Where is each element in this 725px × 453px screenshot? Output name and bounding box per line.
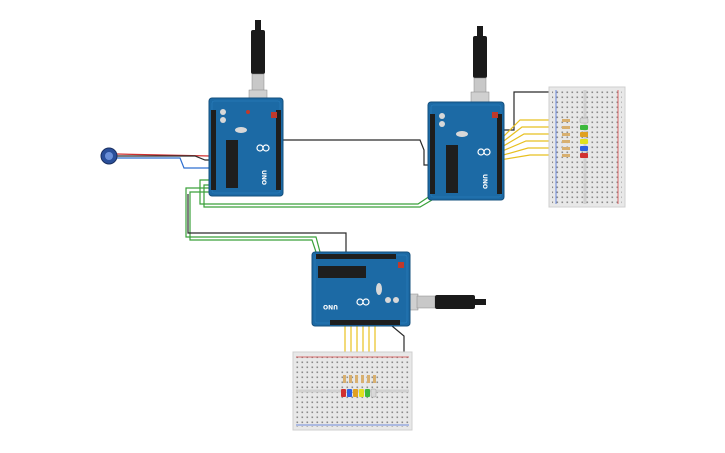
header-right: [276, 110, 281, 190]
led-green[interactable]: [580, 125, 588, 130]
wire-black-left-right[interactable]: [283, 139, 432, 166]
breadboard-bottom[interactable]: [292, 351, 413, 431]
leds-right: [579, 117, 589, 158]
arduino-bottom[interactable]: UNO: [311, 251, 411, 327]
wire-green-lr-1[interactable]: [199, 179, 431, 205]
arduino-left[interactable]: UNO: [208, 97, 284, 197]
chip: [226, 140, 238, 188]
header-right: [497, 114, 502, 194]
wire-blue-pot[interactable]: [117, 157, 210, 169]
led-blue[interactable]: [580, 146, 588, 151]
leds-bottom: [341, 388, 377, 398]
usb-plug-icon: [435, 295, 475, 309]
potentiometer[interactable]: [100, 147, 118, 165]
led-white[interactable]: [370, 388, 377, 398]
wire-green-lb-2[interactable]: [189, 191, 317, 253]
wire-black-lb[interactable]: [187, 194, 347, 252]
resistors-bottom: [343, 375, 376, 383]
wire-black-right-bb[interactable]: [500, 91, 556, 131]
led-white[interactable]: [579, 117, 589, 124]
breadboard-right[interactable]: [548, 86, 626, 208]
led-yellow[interactable]: [580, 139, 588, 144]
arduino-logo-icon: [477, 148, 491, 156]
board-label: UNO: [481, 174, 488, 189]
arduino-right[interactable]: UNO: [427, 101, 505, 201]
chip: [446, 145, 458, 193]
chip: [318, 266, 366, 278]
usb-cable-bottom[interactable]: [399, 293, 486, 311]
led-red[interactable]: [341, 389, 346, 397]
arduino-logo-icon: [256, 144, 270, 152]
resistors-right: [562, 119, 570, 157]
usb-cable-left[interactable]: [248, 20, 268, 107]
led-orange[interactable]: [580, 132, 588, 137]
board-label: UNO: [260, 170, 267, 185]
usb-plug-icon: [473, 36, 487, 78]
arduino-logo-icon: [356, 298, 370, 306]
wire-black-pot[interactable]: [117, 155, 210, 161]
wire-green-lr-2[interactable]: [203, 184, 433, 208]
led-yellow[interactable]: [359, 389, 364, 397]
led-red[interactable]: [580, 153, 588, 158]
wire-green-lb-1[interactable]: [185, 187, 321, 253]
led-blue[interactable]: [347, 389, 352, 397]
header-left: [430, 114, 435, 194]
led-green[interactable]: [365, 389, 370, 397]
board-label: UNO: [323, 303, 338, 310]
header-left: [211, 110, 216, 190]
led-orange[interactable]: [353, 389, 358, 397]
header-top: [316, 254, 396, 259]
header-bottom: [330, 320, 400, 325]
usb-cable-right[interactable]: [470, 26, 490, 107]
usb-plug-icon: [251, 30, 265, 74]
